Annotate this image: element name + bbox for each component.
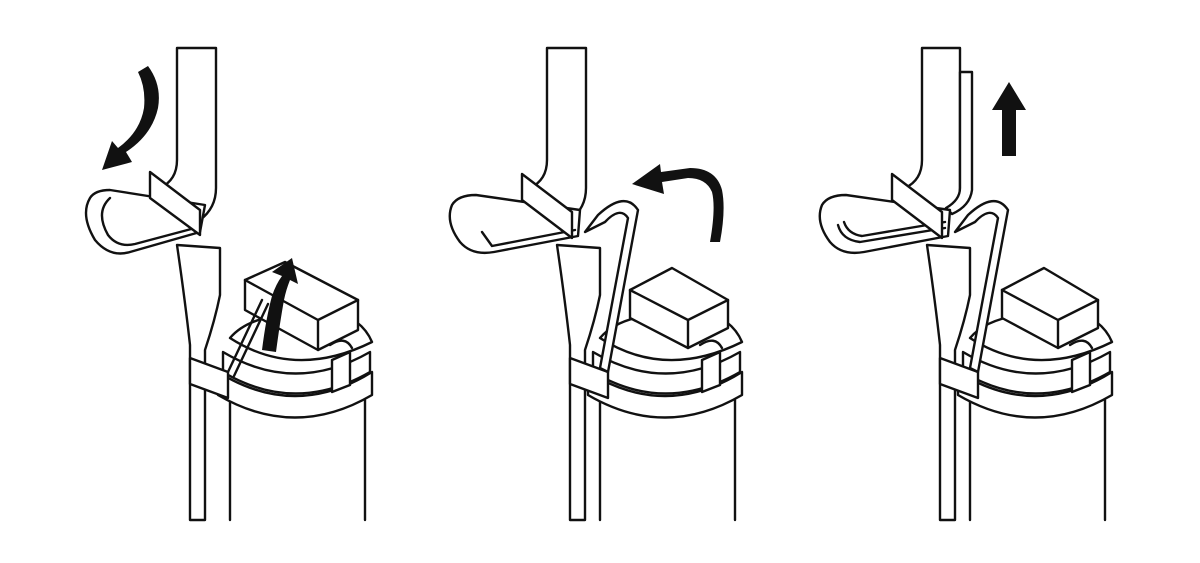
hook-left-arrow [632,164,724,242]
spout-cap [628,266,730,350]
strap-thin-cord [583,200,640,374]
strap-fold-inner [100,196,197,247]
strap-fold-inner [480,228,577,248]
strap-buckle [890,172,944,240]
lid-latch-hinge [698,339,724,350]
strap-buckle [520,172,574,240]
lid-latch [700,350,722,394]
spout-cap [1000,266,1100,350]
strap-side-loop [568,356,610,400]
lid-latch [1070,350,1092,394]
step-1-panel [84,46,374,522]
curved-up-arrow [262,258,298,352]
bottle [956,266,1114,522]
bottle [586,266,744,522]
straight-up-arrow [992,82,1026,156]
strap-thin-cord [953,200,1010,374]
strap-side-loop [938,356,980,400]
strap-buckle [148,170,202,237]
strap [448,46,640,522]
bottle-body [968,398,1107,522]
bottle-lid-band [586,370,744,419]
bottle-body [228,398,367,522]
curved-down-arrow [102,66,159,170]
lid-latch-hinge [328,339,354,350]
strap [84,46,270,522]
bottle-lid-band [216,370,374,419]
step-3-panel [818,46,1114,522]
bottle [216,260,374,522]
strap [818,46,1010,522]
lid-latch [330,350,352,394]
strap-pulled-end [944,70,974,216]
strap-fold-inner [836,220,947,244]
spout-cap-edges [628,288,730,350]
step-2-panel [448,46,744,522]
spout-cap-edges [1000,288,1100,350]
spout-cap-edges [243,278,360,352]
lid-latch-hinge [1068,339,1094,350]
bottle-body [598,398,737,522]
bottle-lid-band [956,370,1114,419]
spout-cap [243,260,360,352]
strap-side-loop [188,356,230,400]
strap-thin-cord [226,298,270,378]
